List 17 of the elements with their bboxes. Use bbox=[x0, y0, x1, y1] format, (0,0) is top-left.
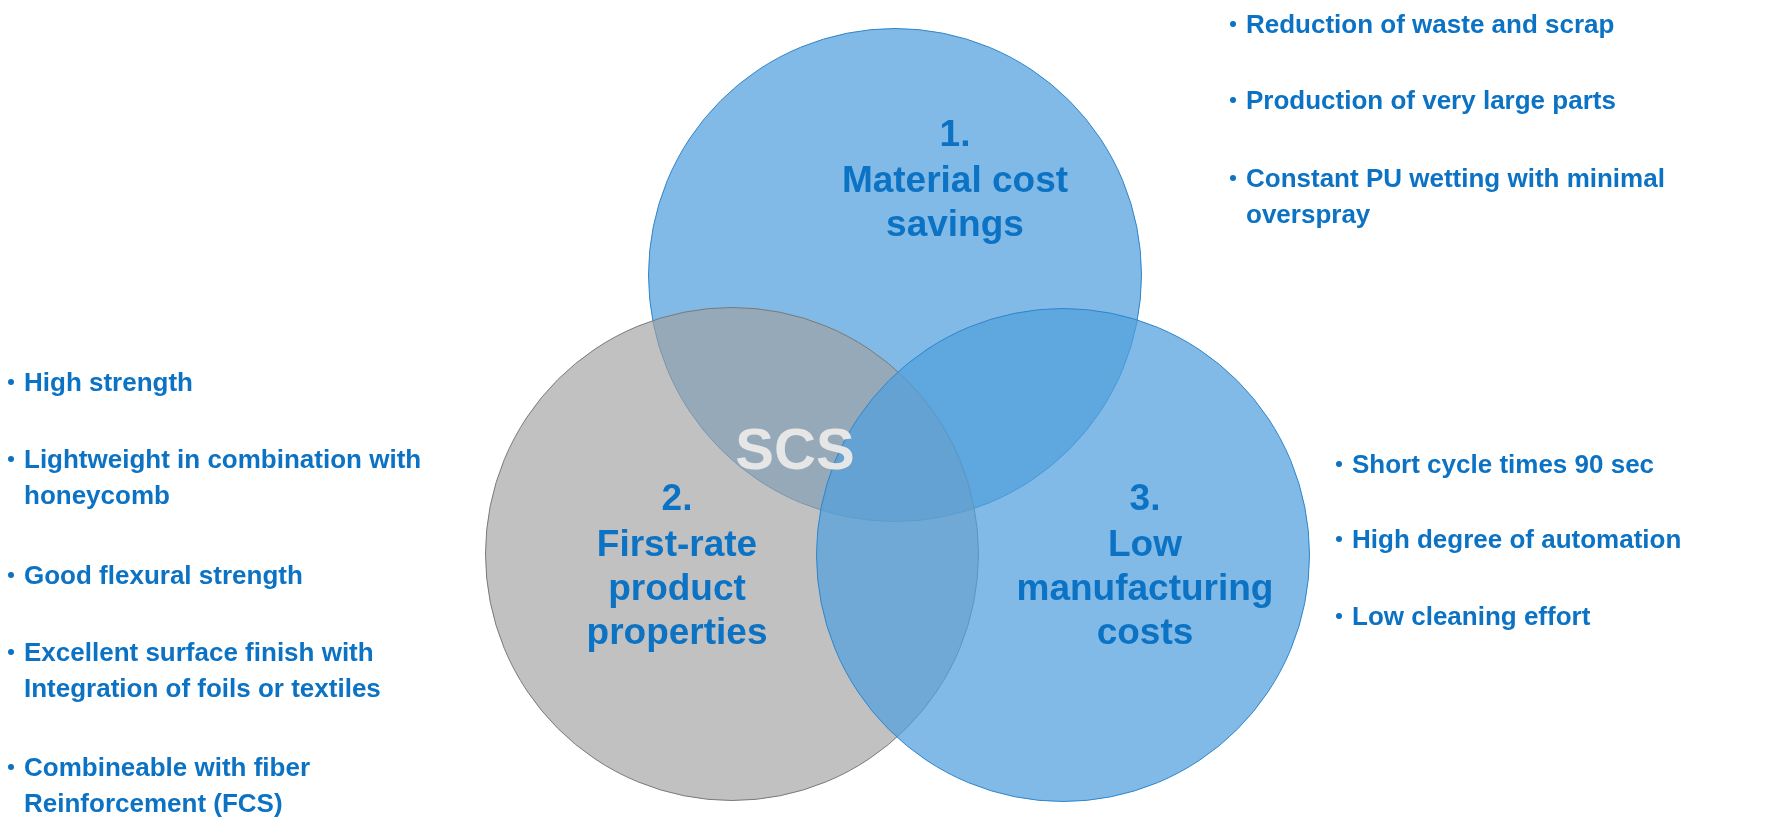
bullet-point: Reduction of waste and scrap bbox=[1228, 6, 1746, 42]
bullet-point: Lightweight in combination with honeycomb bbox=[6, 441, 484, 513]
bullet-point: Combineable with fiber Reinforcement (FCS) bbox=[6, 749, 484, 820]
bullet-point: High degree of automation bbox=[1334, 521, 1777, 557]
bullet-point: Low cleaning effort bbox=[1334, 598, 1777, 634]
bullet-point: High strength bbox=[6, 364, 484, 400]
bullet-point: Good flexural strength bbox=[6, 557, 484, 593]
circle-number: 2. bbox=[660, 476, 694, 520]
bullet-point: Constant PU wetting with minimal overspray bbox=[1228, 160, 1746, 232]
circle-number: 3. bbox=[1128, 476, 1162, 520]
circle-heading: First-rate product properties bbox=[585, 522, 769, 654]
bullet-point: Short cycle times 90 sec bbox=[1334, 446, 1777, 482]
circle-number: 1. bbox=[938, 112, 972, 156]
circle-heading: Material cost savings bbox=[840, 158, 1070, 246]
bullet-point: Production of very large parts bbox=[1228, 82, 1746, 118]
circle-heading: Low manufacturing costs bbox=[1015, 522, 1275, 654]
bullet-point: Excellent surface finish with Integration of foils or textiles bbox=[6, 634, 504, 706]
